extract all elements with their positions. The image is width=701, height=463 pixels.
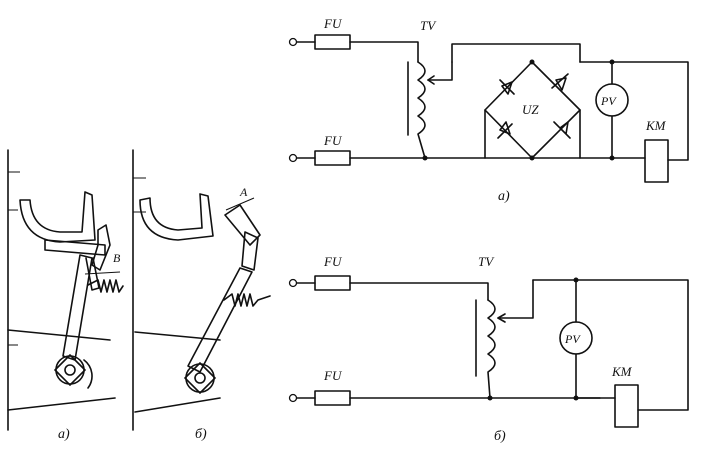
circuit-b-fuse-bottom [314,390,351,406]
mechanism-b-pivot [185,363,215,393]
mechanism-b: А б) [132,149,271,442]
mechanism-b-spring [223,293,271,307]
circuit-a-contactor [644,139,669,183]
circuit-b-transformer-label: TV [478,254,495,269]
circuit-a-fuse-bottom [314,150,351,166]
mechanism-b-dim-label: А [239,185,248,199]
circuit-a-contactor-label: KM [645,118,667,133]
circuit-a-fuse-top-label: FU [323,16,343,31]
circuit-b-caption: б) [494,429,506,444]
circuit-b-transformer [487,299,496,399]
circuit-b-relay-label: PV [564,332,581,346]
mechanism-b-moving-contact [224,204,261,246]
circuit-a-caption: а) [498,189,510,204]
mechanism-a-spring [87,279,124,293]
circuit-b-fuse-top [314,275,351,291]
circuit-a-terminal-top [288,37,298,47]
circuit-a-fuse-bottom-label: FU [323,133,343,148]
mechanism-a: В а) [7,149,124,442]
mechanism-a-moving-contact [91,224,111,271]
circuit-b-contactor-label: KM [611,364,633,379]
circuit-a: FU FU TV UZ PV KM а) [288,16,689,204]
circuit-b-fuse-bottom-label: FU [323,368,343,383]
circuit-b: FU FU TV PV KM б) [288,254,689,444]
circuit-a-fuse-top [314,34,351,50]
circuit-a-transformer [417,61,426,159]
mechanism-a-fixed-contact [19,191,96,243]
circuit-b-terminal-bottom [288,393,298,403]
circuit-a-rectifier-label: UZ [522,102,539,117]
circuit-a-terminal-bottom [288,153,298,163]
circuit-a-relay-label: PV [600,94,617,108]
mechanism-a-pivot [55,355,85,385]
mechanism-a-caption: а) [58,427,70,442]
circuit-b-fuse-top-label: FU [323,254,343,269]
mechanism-b-lever [187,267,253,373]
circuit-b-terminal-top [288,278,298,288]
circuit-b-contactor [614,384,639,428]
mechanism-b-fixed-contact [139,193,214,241]
circuit-b-relay-pv [559,321,593,355]
mechanism-a-dim-label: В [113,251,121,265]
mechanism-b-caption: б) [195,427,207,442]
circuit-a-transformer-label: TV [420,18,437,33]
circuit-a-relay-pv [595,83,629,117]
mechanism-b-housing [134,331,221,413]
mechanism-a-housing [7,329,116,411]
